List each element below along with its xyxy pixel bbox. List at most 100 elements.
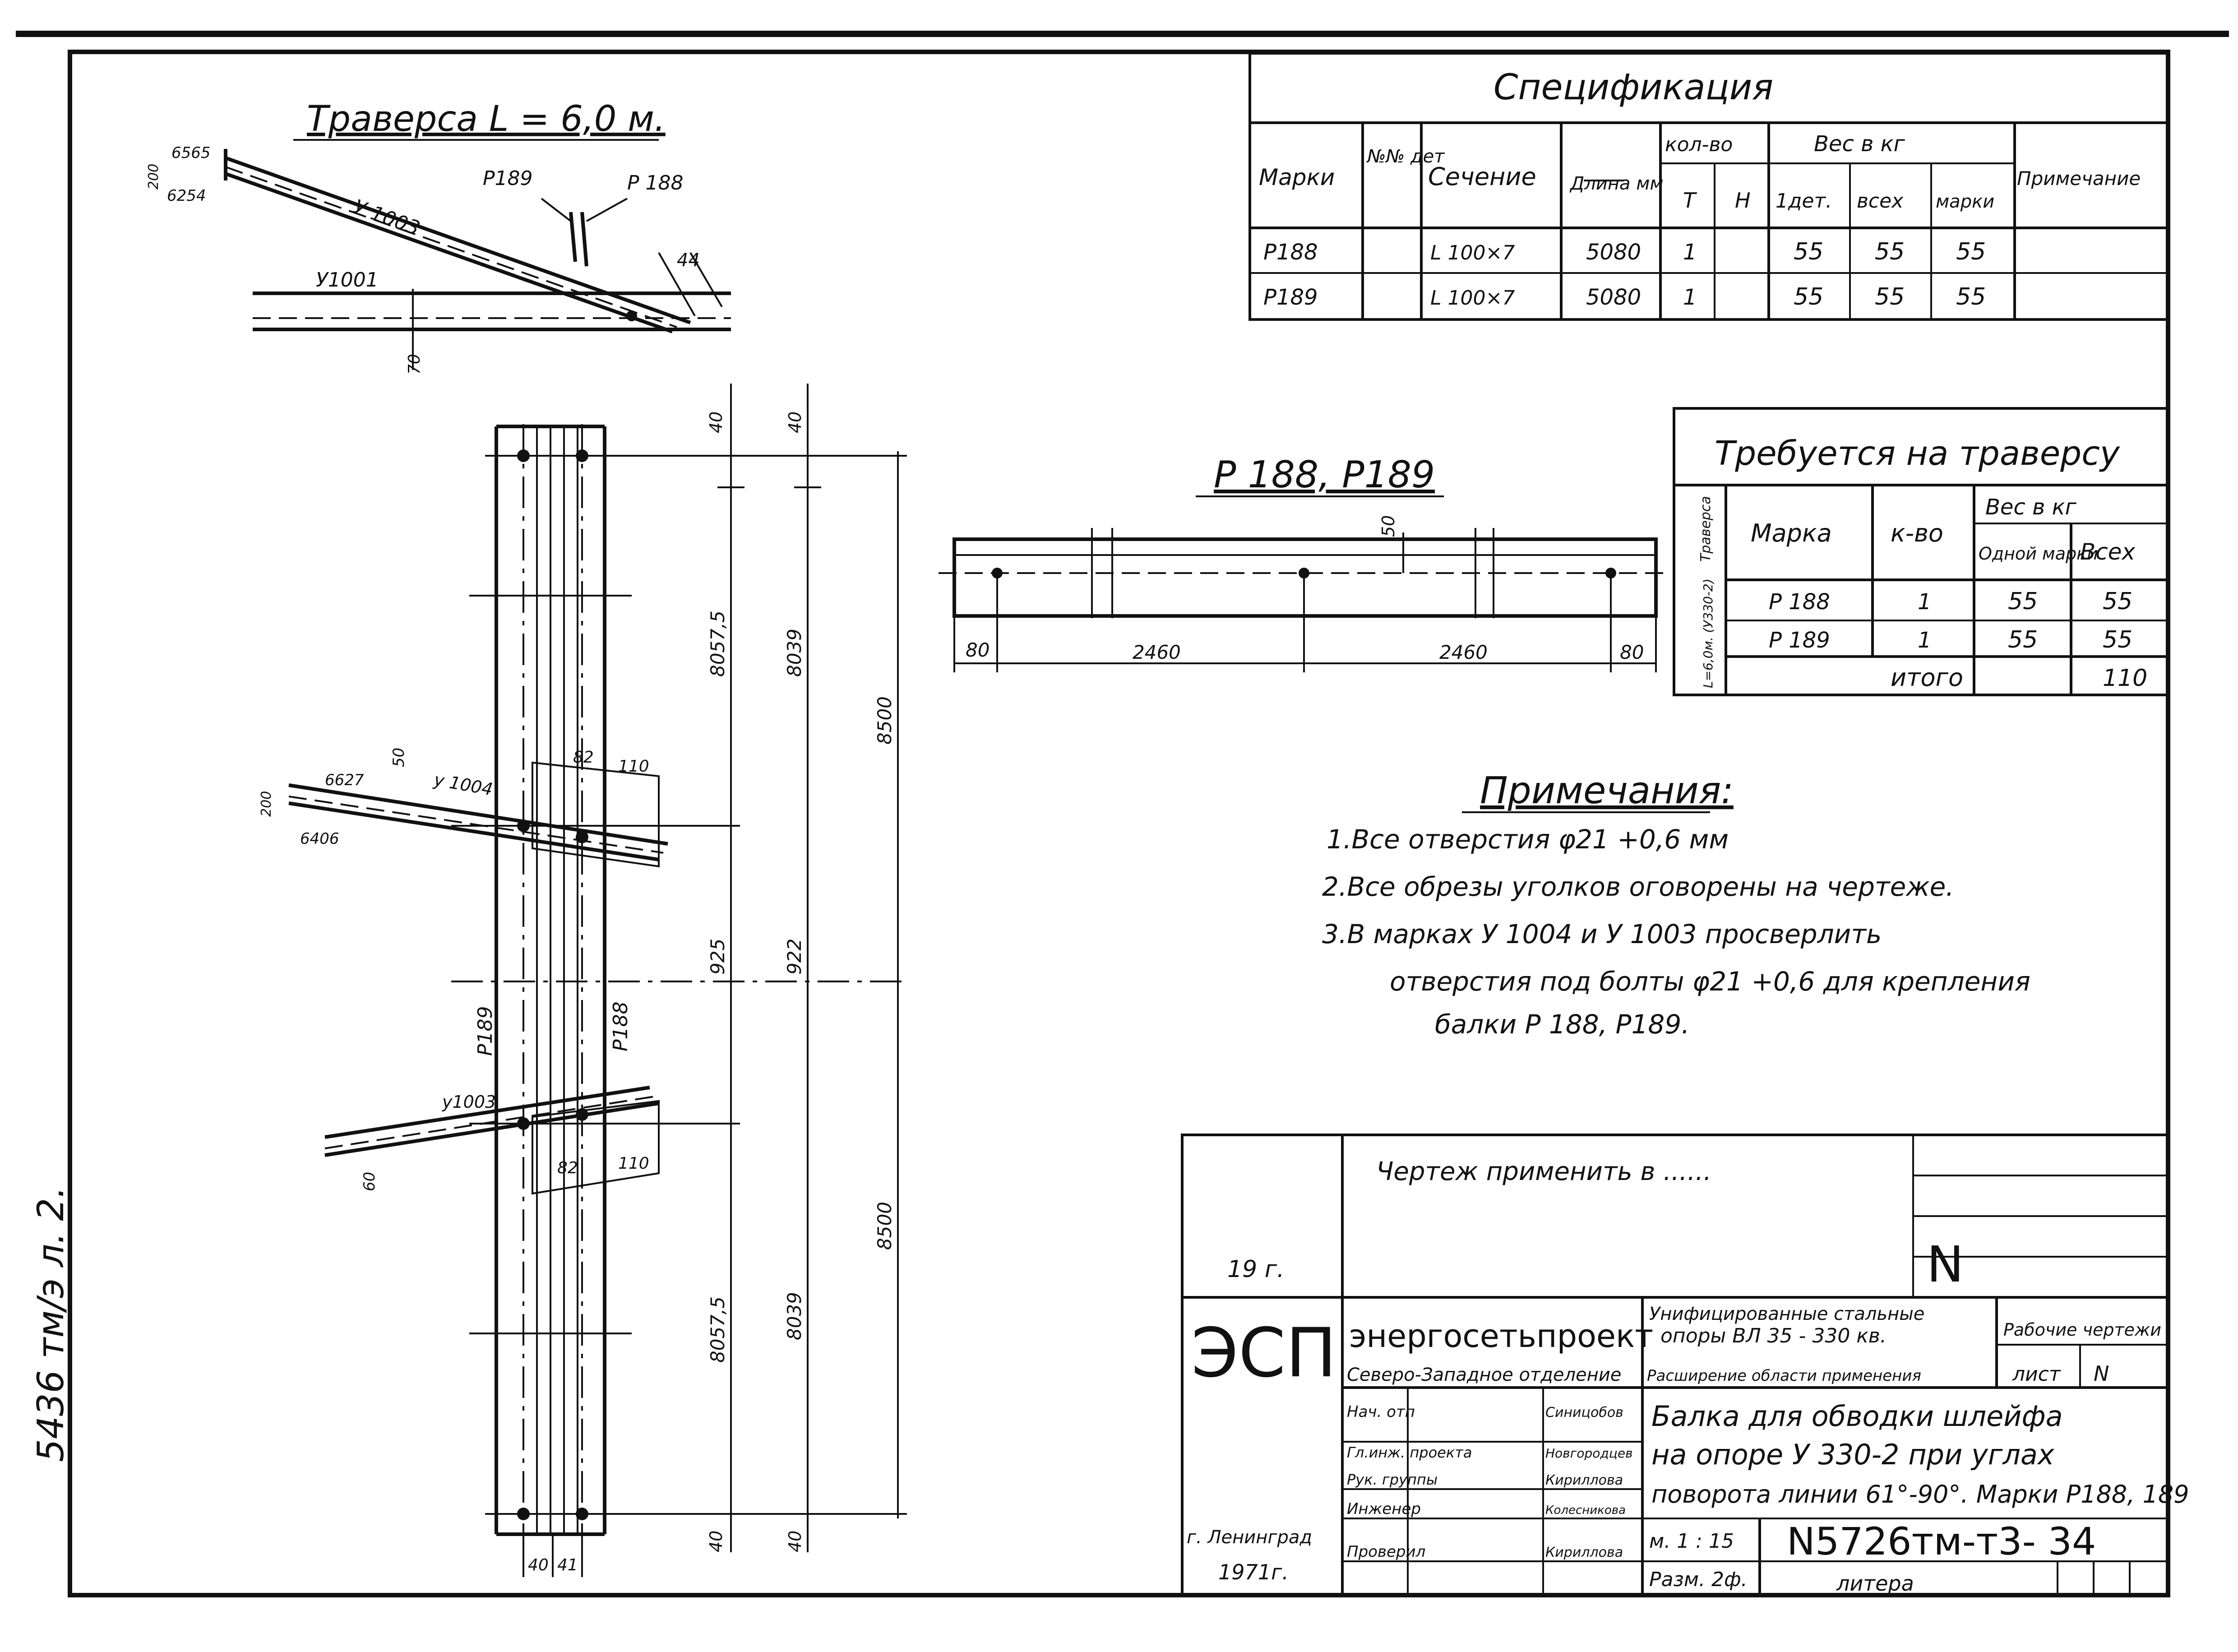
spec-header-w-one: 1дет. — [1776, 190, 1832, 213]
spec-row1-w1: 55 — [1794, 238, 1823, 265]
role-1: Нач. отп — [1347, 1403, 1415, 1421]
title-block: Чертеж применить в ...... 19 г. N ЭСП эн… — [1181, 1134, 2189, 1596]
required-side-sub: L=6,0м. (У330-2) — [1701, 578, 1715, 688]
traverse-label-y1001: У1001 — [316, 268, 379, 292]
plan-dim-925: 925 — [707, 939, 729, 975]
traverse-label-y1003: У 1003 — [350, 195, 423, 240]
org-name: энергосетьпроект — [1349, 1318, 1653, 1355]
plan-dim-8500-a: 8500 — [874, 696, 896, 745]
plan-dim-110b: 110 — [618, 1154, 649, 1173]
required-total-label: итого — [1891, 663, 1963, 692]
required-row2-qty: 1 — [1918, 628, 1932, 653]
plan-dim-922: 922 — [783, 939, 805, 975]
city: г. Ленинград — [1187, 1527, 1312, 1548]
spec-row2-section: L 100×7 — [1430, 287, 1515, 310]
note-3: 3.В марках У 1004 и У 1003 просверлить — [1322, 919, 1882, 949]
required-row1-wall: 55 — [2103, 588, 2132, 615]
role-2-name: Новгородцев — [1545, 1446, 1633, 1461]
plan-dim-200: 200 — [259, 791, 274, 817]
scale: м. 1 : 15 — [1649, 1530, 1734, 1553]
notes-title: Примечания: — [1480, 769, 1734, 812]
required-header-w-one: Одной марки — [1979, 544, 2098, 564]
apply-text: Чертеж применить в ...... — [1376, 1157, 1711, 1186]
format: Разм. 2ф. — [1649, 1568, 1748, 1591]
traverse-dim-200: 200 — [146, 164, 162, 190]
drawing-title-3: поворота линии 61°-90°. Марки Р188, 189 — [1651, 1480, 2189, 1509]
spec-row2-length: 5080 — [1586, 285, 1641, 310]
spec-header-note: Примечание — [2017, 167, 2141, 190]
role-3-name: Кириллова — [1545, 1472, 1623, 1488]
specification-table: Спецификация Марки №№ дет Сечение Длина … — [1248, 52, 2169, 321]
sheet-label: лист — [2012, 1363, 2061, 1386]
n-label: N — [1927, 1236, 1964, 1293]
project-line-1: Унифицированные стальные — [1649, 1304, 1924, 1324]
spec-header-det: №№ дет — [1366, 146, 1445, 167]
role-3: Рук. группы — [1347, 1471, 1438, 1488]
plan-label-y1004: у 1004 — [432, 769, 494, 799]
required-row2-wall: 55 — [2103, 626, 2132, 653]
spec-row2-t: 1 — [1683, 285, 1697, 310]
drawing-title-1: Балка для обводки шлейфа — [1651, 1400, 2063, 1433]
part-dim-80b: 80 — [1620, 641, 1644, 663]
plan-label-y1003: у1003 — [442, 1092, 496, 1112]
traverse-dim-70: 70 — [405, 354, 424, 375]
stage-label: Рабочие чертежи — [2003, 1320, 2161, 1340]
traverse-dim-6254: 6254 — [167, 187, 206, 205]
plan-dim-w40: 40 — [528, 1556, 549, 1574]
required-side-label: Траверса — [1698, 496, 1714, 562]
plan-dim-top40a: 40 — [706, 412, 726, 433]
traverse-dim-6565: 6565 — [171, 144, 211, 162]
plan-dim-82b: 82 — [557, 1159, 578, 1177]
required-row1-qty: 1 — [1918, 589, 1932, 615]
plan-dim-50: 50 — [390, 748, 408, 767]
note-1: 1.Все отверстия φ21 +0,6 мм — [1327, 824, 1729, 855]
spec-row1-marka: Р188 — [1263, 240, 1318, 265]
plan-dim-bot40a: 40 — [706, 1531, 726, 1552]
plan-dim-top40b: 40 — [785, 412, 805, 433]
org-logo: ЭСП — [1191, 1314, 1336, 1393]
required-header-w-all: Всех — [2080, 539, 2136, 565]
role-4: Инженер — [1347, 1500, 1421, 1518]
traverse-label-p189: Р189 — [483, 167, 533, 190]
plan-dim-8039-b: 8039 — [783, 1292, 805, 1340]
notes: Примечания: 1.Все отверстия φ21 +0,6 мм … — [1322, 769, 2030, 1040]
traverse-title: Траверса L = 6,0 м. — [307, 99, 666, 139]
plan-dim-8500-b: 8500 — [874, 1202, 896, 1250]
part-dim-2460b: 2460 — [1439, 641, 1488, 663]
role-5-name: Кириллова — [1545, 1545, 1623, 1560]
spec-header-section: Сечение — [1428, 162, 1536, 191]
spec-header-qty-n: Н — [1735, 188, 1751, 213]
spec-header-marka: Марки — [1259, 164, 1335, 190]
margin-stamp: 5436 тм/э л. 2. — [30, 1186, 72, 1462]
spec-header-length: Длина мм — [1569, 173, 1664, 194]
note-3-end: балки Р 188, Р189. — [1435, 1009, 1690, 1040]
spec-row1-t: 1 — [1683, 240, 1697, 265]
required-header-qty: к-во — [1891, 519, 1943, 547]
org-branch: Северо-Западное отделение — [1347, 1365, 1621, 1385]
spec-row1-section: L 100×7 — [1430, 241, 1515, 264]
plan-dim-8039-a: 8039 — [783, 629, 805, 677]
project-line-3: Расширение области применения — [1647, 1367, 1921, 1385]
note-2: 2.Все обрезы уголков оговорены на чертеж… — [1322, 871, 1954, 902]
plan-dim-6406: 6406 — [300, 830, 339, 848]
role-5: Проверил — [1347, 1543, 1425, 1561]
plan-dim-8057-b: 8057,5 — [707, 1296, 729, 1363]
project-line-2: опоры ВЛ 35 - 330 кв. — [1660, 1324, 1887, 1347]
plan-dim-8057-a: 8057,5 — [707, 611, 729, 677]
role-4-name: Колесникова — [1545, 1504, 1626, 1517]
spec-row2-w1: 55 — [1794, 283, 1823, 310]
spec-header-qty-t: Т — [1683, 188, 1697, 213]
plan-view: 40 40 8057,5 8039 8500 925 922 8057,5 80… — [259, 384, 907, 1577]
plan-label-p188: Р188 — [609, 1001, 632, 1051]
spec-header-w-all: всех — [1857, 190, 1904, 213]
spec-row1-wm: 55 — [1956, 238, 1986, 265]
plan-label-p189: Р189 — [474, 1006, 497, 1056]
required-row2-w1: 55 — [2008, 626, 2038, 653]
spec-row1-length: 5080 — [1586, 240, 1641, 265]
traverse-view: Траверса L = 6,0 м. У 1003 У1001 Р189 Р … — [146, 99, 731, 375]
drawing-frame — [68, 50, 2170, 1597]
traverse-dim-44: 44 — [677, 250, 700, 271]
required-row1-marka: Р 188 — [1769, 589, 1830, 615]
sheet-value: N — [2094, 1361, 2109, 1386]
required-title: Требуется на траверсу — [1715, 434, 2120, 473]
